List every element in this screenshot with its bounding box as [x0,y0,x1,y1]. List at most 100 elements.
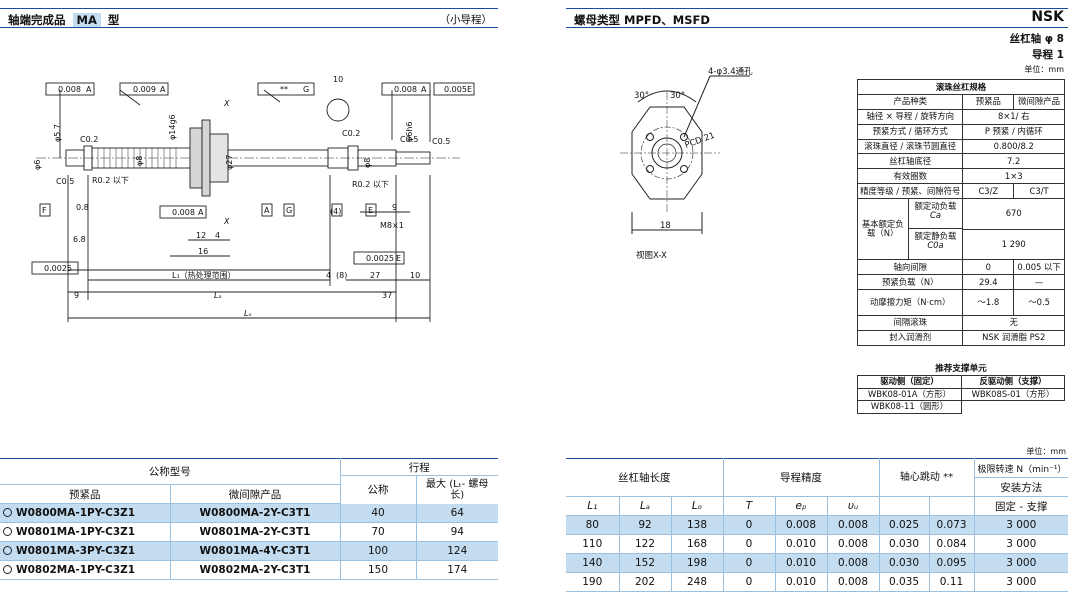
dim-l1: L₁（热处理范围） [172,270,236,280]
stroke-nom: 150 [339,560,417,580]
cell-la: 202 [618,572,672,592]
c02-left: C0.2 [80,135,98,144]
cell-r2: 0.084 [928,534,975,554]
r02-right: R0.2 以下 [352,180,389,189]
model-micro: W0801MA-4Y-C3T1 [169,541,341,561]
c02-right: C0.2 [342,129,360,138]
cell-n: 3 000 [973,515,1068,535]
spec-value: 8×1/ 右 [962,108,1065,125]
cell-r1: 0.025 [878,515,930,535]
cell-t: 0 [722,515,776,535]
cell-vu: 0.008 [826,534,880,554]
model-micro: W0801MA-2Y-C3T1 [169,522,341,542]
spec-value: 29.4 [962,274,1015,290]
pcd-label: PCD 21 [684,131,717,151]
model-pre: W0801MA-3PY-C3Z1 [0,541,171,561]
spec-label: 丝杠轴底径 [856,153,964,170]
tol-e-2: 0.005 [444,85,467,94]
spec-label: 间隔滚珠 [856,314,964,331]
h-speed: 极限转速 N（min⁻¹） [973,458,1068,478]
cell-r1: 0.030 [878,553,930,573]
dim-4b: (4) [330,207,341,216]
cell-r2: 0.095 [928,553,975,573]
spec-value: — [1013,274,1065,290]
phi-8-right: φ8 [363,158,372,168]
angle-30-left: 30° [634,91,649,101]
dim-10b: 10 [410,271,420,280]
datum-e-2: E [368,206,373,215]
c-la: Lₐ [618,496,672,516]
spec-value: NSK 润滑脂 PS2 [962,329,1065,346]
x-bottom: X [223,217,230,226]
dim-9a: 9 [392,203,397,212]
spec-value: ～0.5 [1013,288,1065,316]
spec-label: 产品种类 [856,93,964,110]
dyn-label: 额定动负载 [914,201,957,212]
dim-08: 0.8 [76,203,89,212]
spec-label: 滚珠直径 / 滚珠节圆直径 [856,138,964,155]
dim-12: 12 [196,231,206,240]
spec-values-table: 丝杠轴长度 导程精度 轴心跳动 ** 极限转速 N（min⁻¹） 安装方法 L₁… [566,458,1068,592]
spec-label: 动摩擦力矩（N·cm） [856,288,964,316]
phi-8: φ8 [135,156,144,166]
cell-t: 0 [722,534,776,554]
spec-label: 轴向间隙 [856,259,964,276]
spec-label: 预紧方式 / 循环方式 [856,123,964,140]
dim-10: 10 [333,75,343,84]
support-nondrive: 反驱动侧（支撑） [961,375,1065,389]
c-lo: Lₒ [670,496,724,516]
thread-m8: M8×1 [380,221,404,230]
unit-label: 单位：mm [1024,65,1064,74]
h-len: 丝杠轴长度 [566,458,724,497]
left-title: 轴端完成品 MA 型 [8,12,119,28]
support-table: 驱动侧（固定）反驱动侧（支撑） WBK08-01A（方形）WBK08S-01（方… [857,375,1065,414]
spec-label: 预紧负载（N） [856,274,964,290]
phi-6h6: φ6h6 [405,121,414,142]
cell-vu: 0.008 [826,515,880,535]
stroke-nom: 100 [339,541,417,561]
h-install: 安装方法 [973,477,1068,497]
datum-a-1: A [86,85,92,94]
support-title: 推荐支撑单元 [935,364,987,374]
cell-ep: 0.010 [774,534,828,554]
c05-right: C0.5 [400,135,418,144]
cell-lo: 198 [670,553,724,573]
spec-value: 0 [962,259,1015,276]
cell-t: 0 [722,553,776,573]
datum-g-2: G [286,206,292,215]
dim-16: 16 [198,247,208,256]
dim-lo: Lₒ [244,309,252,318]
spec-value: 微间隙产品 [1013,93,1065,110]
left-header: 轴端完成品 MA 型 （小导程） [0,8,498,28]
cell-n: 3 000 [973,572,1068,592]
dim-4c: 4 [326,271,331,280]
spec-value: ～1.8 [962,288,1015,316]
r02-left: R0.2 以下 [92,176,129,185]
h-model: 公称型号 [0,458,341,485]
cell-l1: 110 [566,534,620,554]
datum-e-3: E [396,254,401,263]
dyn-sym: Ca [929,209,941,220]
left-subtitle: （小导程） [439,14,493,26]
c-vu: υᵤ [826,496,880,516]
cell-l1: 190 [566,572,620,592]
tol-a-5: 0.008 [172,208,195,217]
dim-la: Lₐ [214,291,222,300]
spec-value: 无 [962,314,1065,331]
bottom-unit: 单位：mm [1026,447,1066,456]
cell-n: 3 000 [973,534,1068,554]
spec-value: C3/T [1013,183,1065,200]
cell-lo: 168 [670,534,724,554]
stroke-max: 94 [415,522,498,542]
dim-37: 37 [382,291,392,300]
stroke-nom: 70 [339,522,417,542]
dim-27: 27 [370,271,380,280]
c-ep: eₚ [774,496,828,516]
stroke-max: 174 [415,560,498,580]
datum-g-1: G [303,85,309,94]
spec-value: 0.005 以下 [1013,259,1065,276]
cell-t: 0 [722,572,776,592]
brand-logo: NSK [1031,9,1064,25]
